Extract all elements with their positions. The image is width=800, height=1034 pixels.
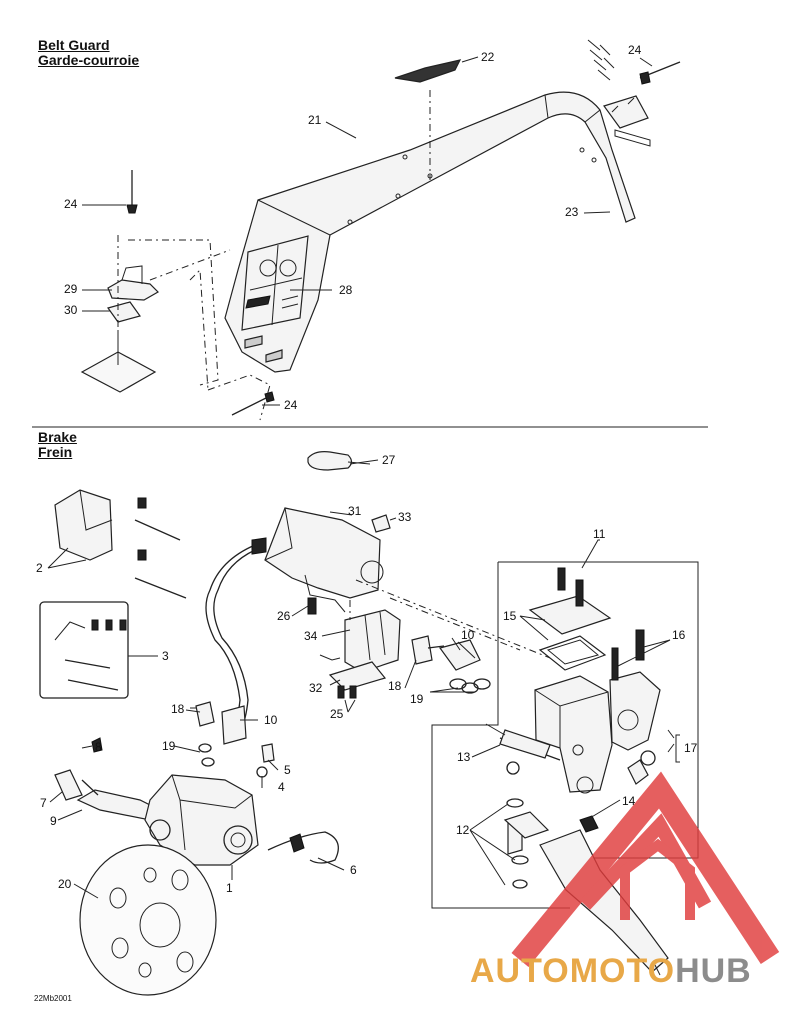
callout-7: 7: [40, 796, 47, 810]
callout-33: 33: [398, 510, 412, 524]
callout-10: 10: [264, 713, 278, 727]
brake-disc-20: [79, 844, 217, 996]
belt-guard-leaders: [82, 56, 653, 406]
bracket-29: [107, 279, 159, 301]
watermark-logo: [511, 771, 780, 967]
brake-lever: [539, 829, 669, 973]
callout-19: 19: [410, 692, 424, 706]
callout-16: 16: [672, 628, 686, 642]
callout-8: 8: [95, 740, 102, 754]
brake-heading: Brake Frein: [38, 430, 77, 460]
watermark-text-automoto: AUTOMOTO: [470, 952, 676, 990]
bolt-7: [54, 769, 83, 801]
plate-30: [107, 301, 141, 323]
belt-guard-title-fr: Garde-courroie: [38, 52, 140, 68]
belt-guard-heading: Belt Guard Garde-courroie: [38, 38, 139, 68]
callout-34: 34: [304, 629, 318, 643]
belt-guard-title-en: Belt Guard: [38, 37, 110, 53]
callout-23: 23: [565, 205, 579, 219]
callout-18: 18: [388, 679, 402, 693]
callout-15: 15: [503, 609, 517, 623]
caliper-1: [144, 774, 259, 866]
switch-34: [344, 609, 401, 673]
callout-18: 18: [171, 702, 185, 716]
callout-29: 29: [64, 282, 78, 296]
callout-6: 6: [350, 863, 357, 877]
watermark-text-hub: HUB: [675, 952, 752, 990]
callout-14: 14: [622, 794, 636, 808]
callout-21: 21: [308, 113, 322, 127]
callout-22: 22: [481, 50, 495, 64]
belt-guard-assembly: [80, 39, 681, 421]
callout-11: 11: [593, 527, 606, 541]
label-33: [371, 514, 391, 533]
brake-leaders: [47, 459, 680, 899]
kit-box-3: [39, 601, 129, 699]
callout-31: 31: [348, 504, 362, 518]
floor-plate: [80, 351, 157, 393]
belt-guard-21: [224, 91, 636, 373]
callout-4: 4: [278, 780, 285, 794]
callout-1: 1: [226, 881, 233, 895]
callout-2: 2: [36, 561, 43, 575]
drawing-code: 22Mb2001: [34, 994, 72, 1003]
watermark-text: AUTOMOTOHUB: [470, 952, 752, 991]
brake-title-en: Brake: [38, 429, 77, 445]
callout-26: 26: [277, 609, 291, 623]
bracket-23: [603, 95, 649, 129]
callout-13: 13: [457, 750, 471, 764]
cable-tie-27: [307, 451, 353, 471]
callout-24: 24: [628, 43, 642, 57]
banjo-fitting-10: [439, 639, 481, 671]
bracket-32: [328, 661, 387, 691]
cover-31: [264, 507, 381, 599]
callout-32: 32: [309, 681, 323, 695]
banjo-bolt-18: [411, 635, 433, 665]
callout-9: 9: [50, 814, 57, 828]
callout-27: 27: [382, 453, 396, 467]
bracket-2: [54, 489, 113, 561]
reservoir-cap-15: [528, 595, 612, 635]
callout-10: 10: [461, 628, 475, 642]
callout-17: 17: [684, 741, 698, 755]
callout-28: 28: [339, 283, 353, 297]
callout-19: 19: [162, 739, 176, 753]
callout-20: 20: [58, 877, 72, 891]
callout-25: 25: [330, 707, 344, 721]
callout-30: 30: [64, 303, 78, 317]
decal-22: [394, 59, 462, 83]
callout-3: 3: [162, 649, 169, 663]
clamp-16: [609, 671, 661, 751]
master-cylinder-body: [534, 675, 613, 793]
callout-24: 24: [284, 398, 298, 412]
callout-5: 5: [284, 763, 291, 777]
callout-24: 24: [64, 197, 78, 211]
callout-12: 12: [456, 823, 470, 837]
brake-title-fr: Frein: [38, 444, 73, 460]
brake-assembly: [39, 451, 699, 996]
